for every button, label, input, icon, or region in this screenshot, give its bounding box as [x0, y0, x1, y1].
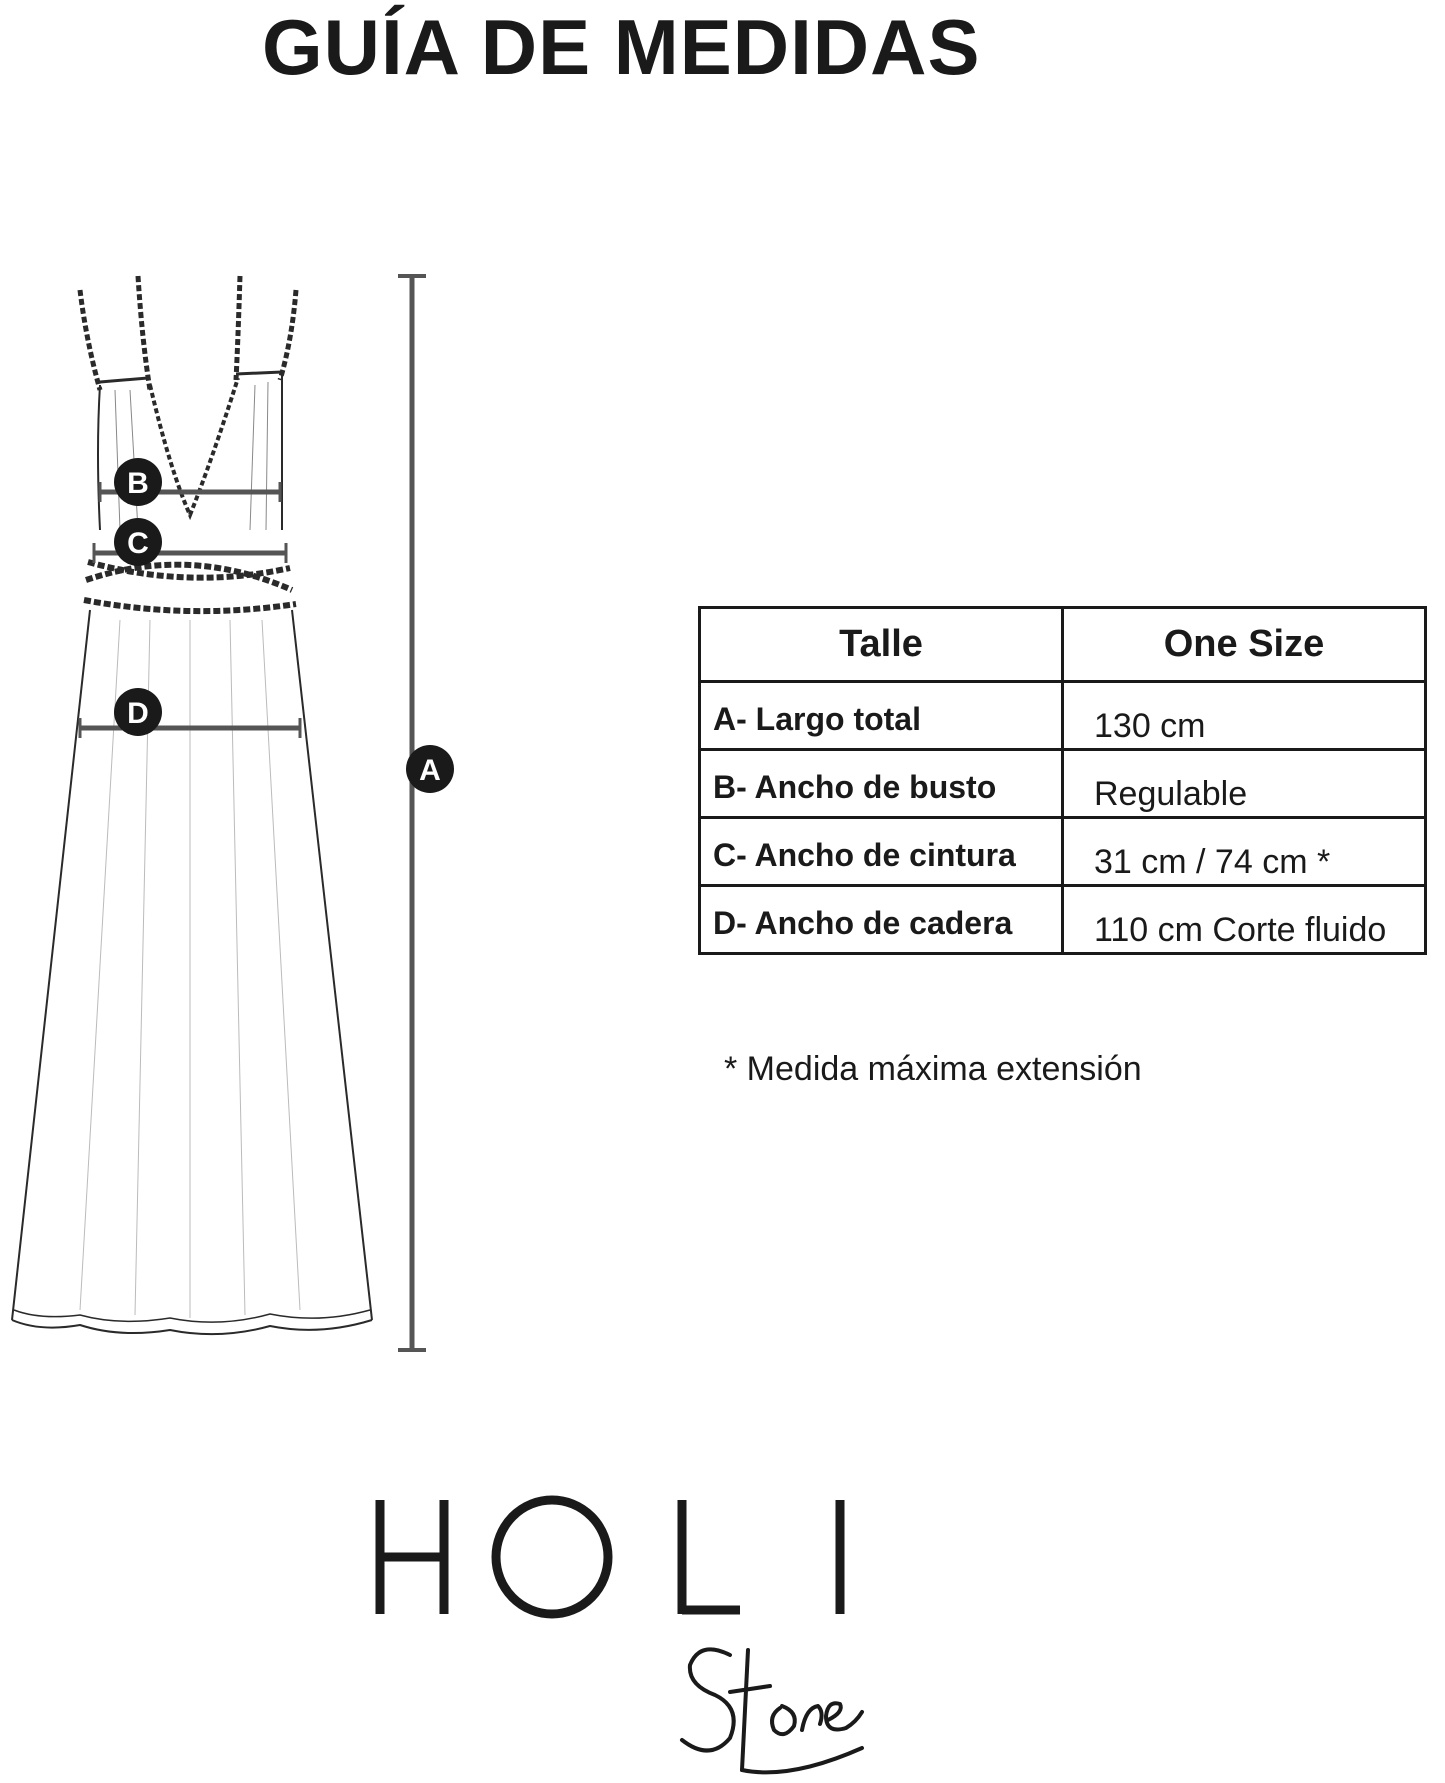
header-talle: Talle [698, 606, 1064, 683]
store-script [680, 1647, 864, 1775]
row-value-largo: 130 cm [1061, 680, 1427, 751]
table-row: D- Ancho de cadera 110 cm Corte fluido [698, 884, 1427, 955]
table-row: B- Ancho de busto Regulable [698, 748, 1427, 819]
marker-d-label: D [127, 697, 149, 730]
table-row: A- Largo total 130 cm [698, 680, 1427, 751]
marker-b-label: B [127, 467, 149, 500]
marker-a-label: A [419, 754, 441, 787]
table-header-row: Talle One Size [698, 606, 1427, 683]
marker-c: C [114, 518, 162, 566]
marker-d: D [114, 688, 162, 736]
size-table: Talle One Size A- Largo total 130 cm B- … [698, 606, 1427, 955]
holi-wordmark [375, 1495, 845, 1619]
row-value-cintura: 31 cm / 74 cm * [1061, 816, 1427, 887]
row-value-busto: Regulable [1061, 748, 1427, 819]
row-label-cintura: C- Ancho de cintura [698, 816, 1064, 887]
row-value-cadera: 110 cm Corte fluido [1061, 884, 1427, 955]
marker-a: A [406, 745, 454, 793]
marker-c-label: C [127, 527, 149, 560]
marker-b: B [114, 458, 162, 506]
row-label-busto: B- Ancho de busto [698, 748, 1064, 819]
dress-sketch [11, 275, 373, 1336]
page-title: GUÍA DE MEDIDAS [262, 3, 981, 91]
row-label-largo: A- Largo total [698, 680, 1064, 751]
row-label-cadera: D- Ancho de cadera [698, 884, 1064, 955]
footnote: * Medida máxima extensión [724, 1050, 1142, 1088]
header-one-size: One Size [1061, 606, 1427, 683]
dress-measurement-diagram: B C D A [11, 274, 454, 1352]
table-row: C- Ancho de cintura 31 cm / 74 cm * [698, 816, 1427, 887]
holi-store-logo [375, 1495, 864, 1775]
